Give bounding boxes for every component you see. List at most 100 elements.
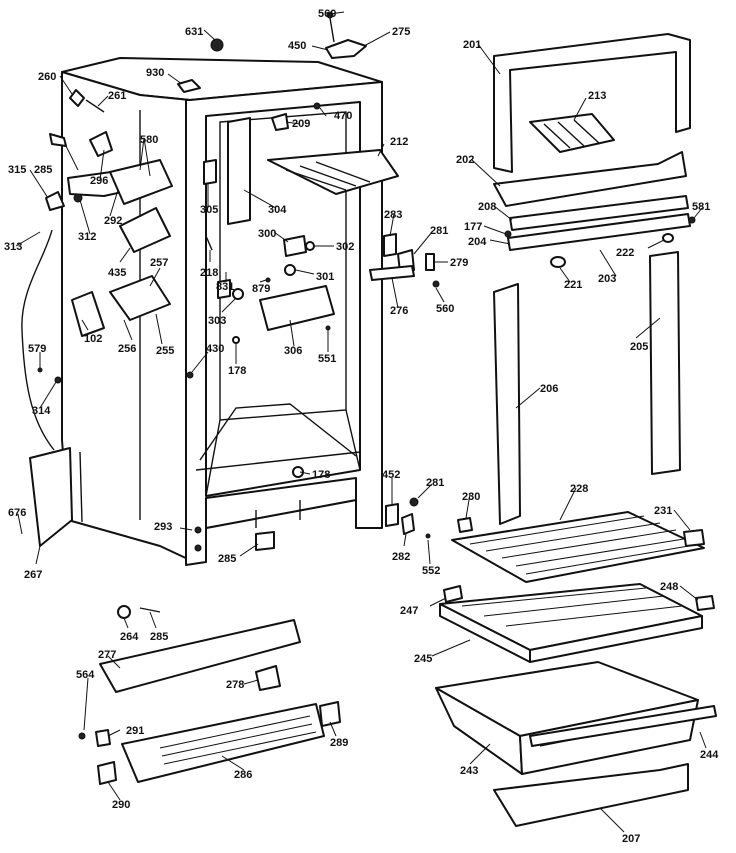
liner-floor-edges — [195, 409, 361, 497]
part-552-icon — [425, 533, 431, 539]
label-292: 292 — [104, 215, 122, 227]
label-313: 313 — [4, 241, 22, 253]
liner-floor — [199, 403, 357, 461]
shelf-wires — [285, 161, 371, 191]
part-581-icon — [688, 216, 696, 224]
part-221-icon — [550, 256, 566, 268]
label-203: 203 — [598, 273, 616, 285]
label-303: 303 — [208, 315, 226, 327]
cabinet-screw — [194, 526, 202, 534]
label-102: 102 — [84, 333, 102, 345]
part-301-icon — [284, 264, 296, 276]
label-289: 289 — [330, 737, 348, 749]
label-283: 283 — [384, 209, 402, 221]
label-430: 430 — [206, 343, 224, 355]
part-248-icon — [695, 595, 715, 611]
label-218: 218 — [200, 267, 218, 279]
label-275: 275 — [392, 26, 410, 38]
label-208: 208 — [478, 201, 496, 213]
label-879: 879 — [252, 283, 270, 295]
label-450: 450 — [288, 40, 306, 52]
label-231: 231 — [654, 505, 672, 517]
part-452-icon — [385, 503, 399, 527]
label-222: 222 — [616, 247, 634, 259]
part-314-icon — [54, 376, 62, 384]
part-228-wire-shelf-icon — [451, 511, 705, 583]
label-178-lower: 178 — [312, 469, 330, 481]
label-281: 281 — [430, 225, 448, 237]
label-452: 452 — [382, 469, 400, 481]
part-470-icon — [313, 102, 321, 110]
label-281-lower: 281 — [426, 477, 444, 489]
label-245: 245 — [414, 653, 432, 665]
part-435-thermostat-icon — [119, 207, 171, 253]
label-228: 228 — [570, 483, 588, 495]
label-293: 293 — [154, 521, 172, 533]
part-579-icon — [37, 367, 43, 373]
label-676: 676 — [8, 507, 26, 519]
label-306: 306 — [284, 345, 302, 357]
part-276-hinge-icon — [369, 265, 415, 281]
label-267: 267 — [24, 569, 42, 581]
label-560: 560 — [318, 8, 336, 20]
part-580-icon — [109, 159, 173, 205]
part-178-icon — [232, 336, 240, 344]
label-552: 552 — [422, 565, 440, 577]
interior-parts — [203, 113, 399, 478]
label-285-grille: 285 — [150, 631, 168, 643]
part-304-panel-icon — [227, 117, 251, 225]
label-279: 279 — [450, 257, 468, 269]
part-296-knob-icon — [89, 131, 113, 157]
label-302: 302 — [336, 241, 354, 253]
part-306-control-housing-icon — [259, 285, 335, 331]
part-247-icon — [443, 585, 463, 603]
label-178: 178 — [228, 365, 246, 377]
back-cover-sheet — [29, 447, 73, 547]
label-560-hinge: 560 — [436, 303, 454, 315]
part-560-screw-icon — [329, 17, 335, 43]
label-631: 631 — [185, 26, 203, 38]
part-230-icon — [457, 517, 473, 533]
cabinet-screw — [186, 371, 194, 379]
crisper-cover-side — [529, 615, 703, 663]
part-202-shelf-icon — [493, 151, 687, 207]
label-213: 213 — [588, 90, 606, 102]
label-261: 261 — [108, 90, 126, 102]
label-282: 282 — [392, 551, 410, 563]
label-257: 257 — [150, 257, 168, 269]
part-204-rail-icon — [507, 213, 691, 251]
freezer-door-parts — [493, 33, 696, 525]
part-201-door-frame-icon — [493, 33, 691, 173]
label-580: 580 — [140, 134, 158, 146]
part-631-icon — [210, 38, 224, 52]
part-279-icon — [425, 253, 435, 271]
part-231-icon — [683, 529, 705, 547]
part-207-door-bin-icon — [493, 763, 689, 827]
part-number-labels: 560 631 275 450 201 930 260 261 470 213 … — [4, 8, 719, 845]
label-305: 305 — [200, 204, 218, 216]
part-282-icon — [401, 513, 415, 535]
bottom-rail-detail — [255, 500, 301, 528]
label-243: 243 — [460, 765, 478, 777]
label-296: 296 — [90, 175, 108, 187]
ice-tray-cells — [543, 119, 601, 149]
part-290-icon — [97, 761, 117, 785]
label-247: 247 — [400, 605, 418, 617]
label-276: 276 — [390, 305, 408, 317]
part-205-door-side-icon — [649, 251, 681, 475]
part-313-tube-icon — [21, 229, 55, 451]
part-208-rail-icon — [509, 195, 689, 231]
wire-shelf-grid — [469, 515, 701, 575]
part-285-pin-icon — [139, 607, 161, 613]
label-470: 470 — [334, 110, 352, 122]
label-221: 221 — [564, 279, 582, 291]
part-315-icon — [45, 191, 65, 211]
cabinet-bottom-rail — [205, 477, 357, 529]
part-209-icon — [271, 113, 289, 131]
fresh-food-parts — [435, 511, 717, 827]
part-302-icon — [305, 241, 315, 251]
label-312: 312 — [78, 231, 96, 243]
label-930: 930 — [146, 67, 164, 79]
hinge-parts — [255, 233, 440, 551]
label-291: 291 — [126, 725, 144, 737]
